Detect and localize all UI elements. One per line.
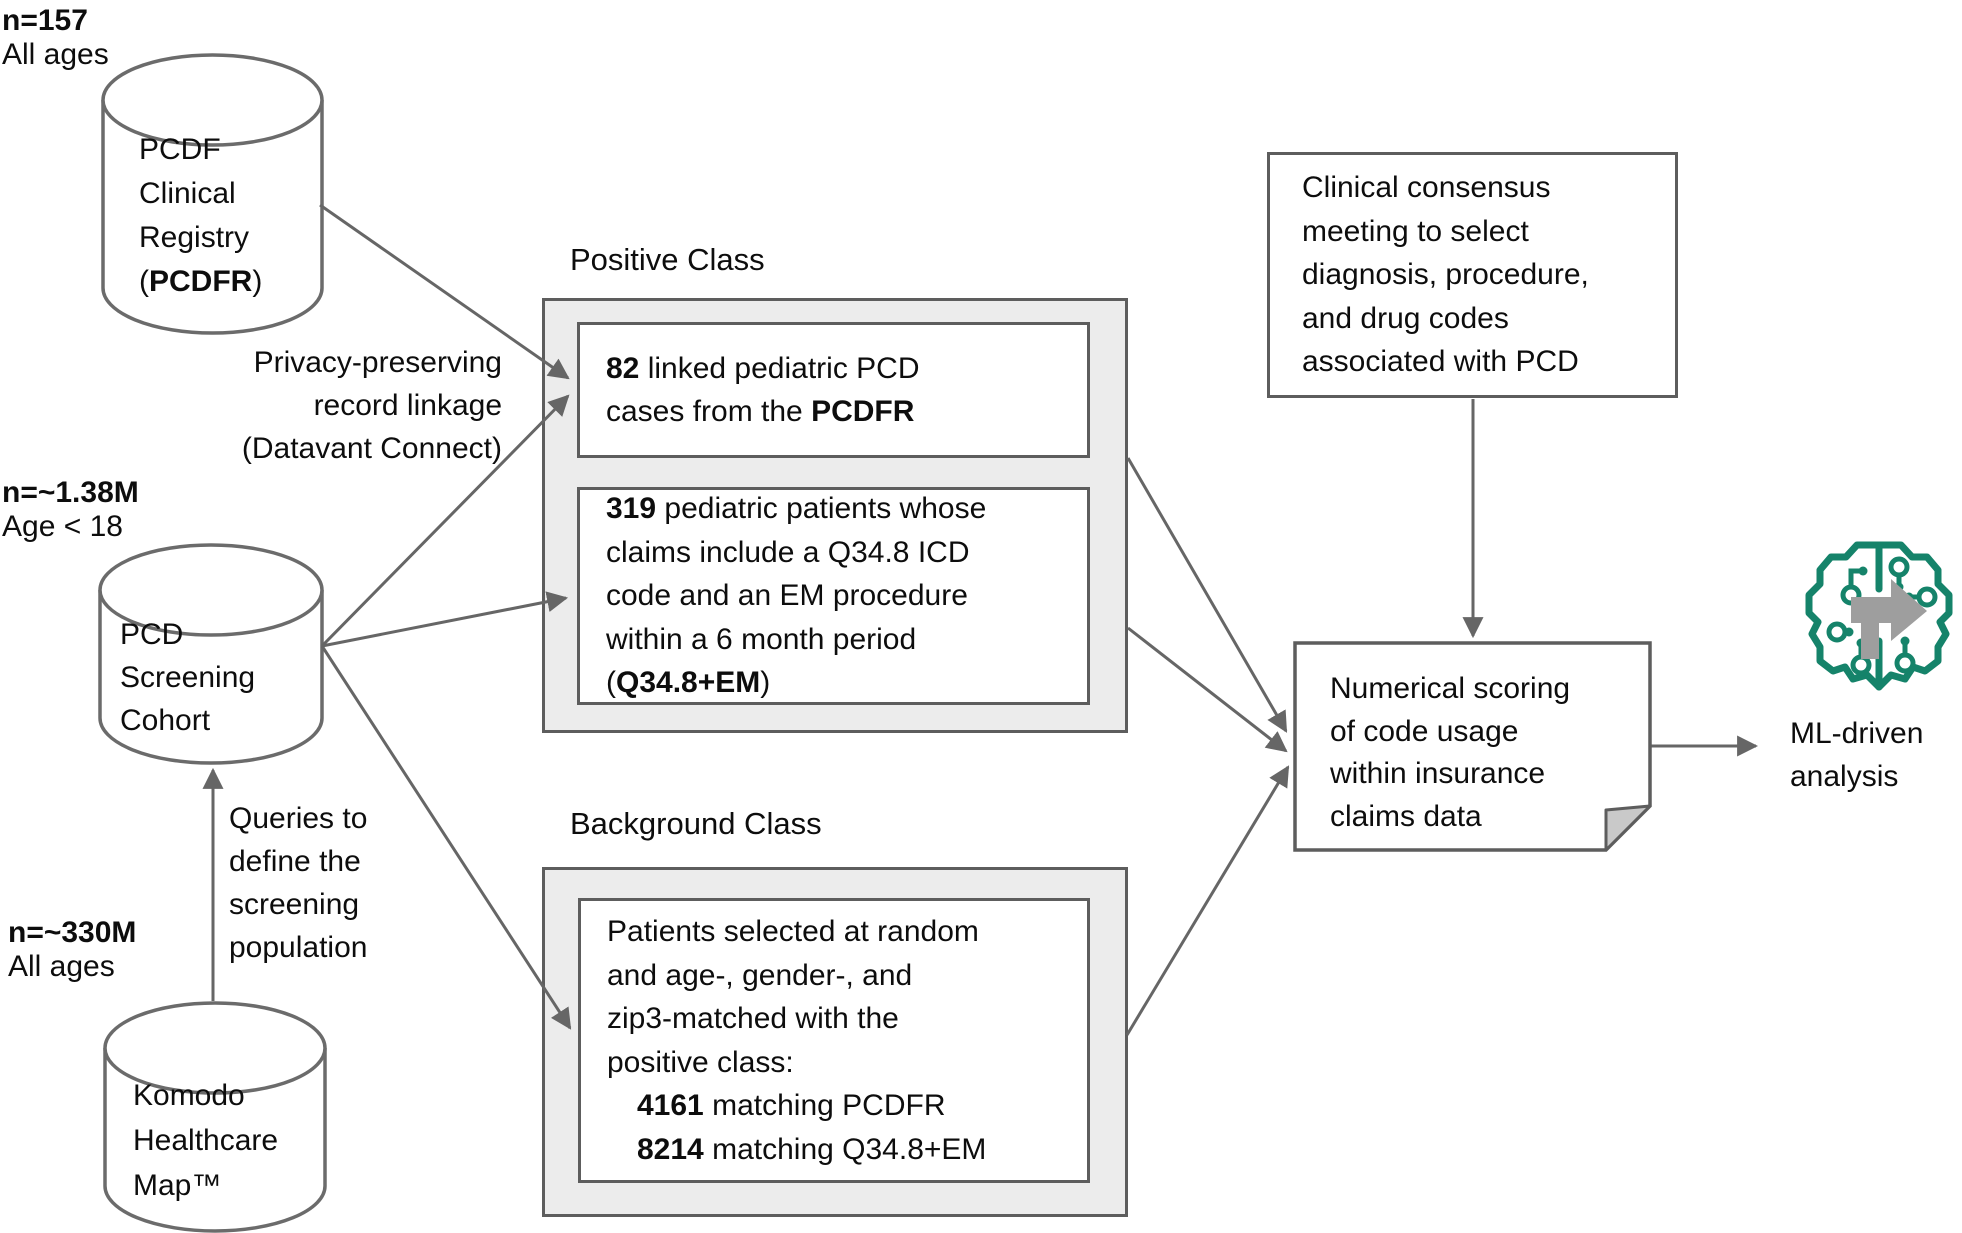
pcdfr-count-label: n=157 All ages [2,4,109,72]
pcdfr-n: n=157 [2,4,88,37]
arrow-background-to-scoring [1125,765,1290,1036]
clinical-consensus-box: Clinical consensus meeting to select dia… [1267,152,1678,398]
background-class-title: Background Class [570,806,822,841]
pcdfr-age: All ages [2,38,109,71]
pcdfr-cases-box: 82 linked pediatric PCD cases from the P… [577,322,1090,458]
numerical-scoring-label: Numerical scoring of code usage within i… [1330,672,1571,833]
brain-circuit-icon [1805,541,1953,691]
arrow-positive-bottom-to-scoring [1127,626,1288,753]
ml-analysis-label: ML-driven analysis [1790,717,1924,793]
background-patients-box: Patients selected at random and age-, ge… [578,898,1090,1183]
cohort-cylinder-label: PCD Screening Cohort [120,618,256,737]
komodo-count-label: n=~330M All ages [8,916,136,984]
cohort-n: n=~1.38M [2,476,139,509]
komodo-cylinder-label: Komodo Healthcare Map™ [133,1079,279,1202]
komodo-age: All ages [8,950,115,983]
icon-arrow [1851,579,1927,659]
arrow-cohort-to-q348-box [321,591,569,648]
cohort-age: Age < 18 [2,510,123,543]
record-linkage-label: Privacy-preserving record linkage (Datav… [241,346,502,465]
queries-label: Queries to define the screening populati… [229,802,368,964]
positive-class-title: Positive Class [570,242,765,277]
pcdfr-cylinder-label: PCDF Clinical Registry (PCDFR) [139,133,263,298]
arrow-positive-top-to-scoring [1126,457,1288,733]
komodo-n: n=~330M [8,916,137,949]
folded-corner [1604,804,1652,852]
cohort-count-label: n=~1.38M Age < 18 [2,476,139,544]
q348-patients-box: 319 pediatric patients whose claims incl… [577,487,1090,705]
